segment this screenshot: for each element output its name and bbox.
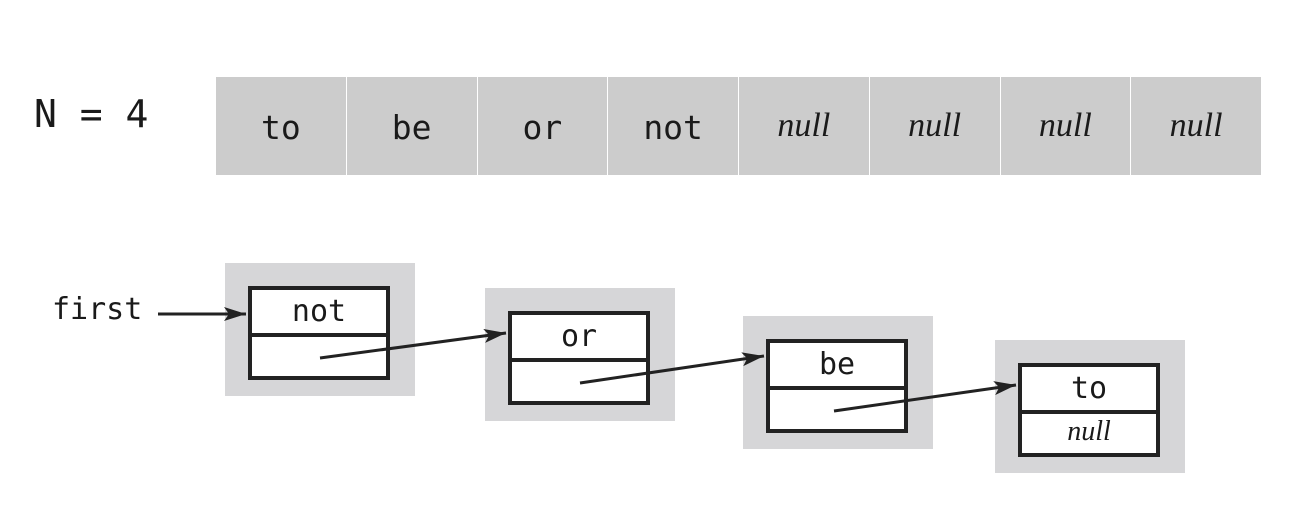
node-item: be — [770, 343, 904, 390]
array-cell-null: null — [739, 77, 870, 175]
array-cell: not — [608, 77, 739, 175]
node-next — [252, 333, 386, 376]
node-next: null — [1067, 415, 1111, 447]
count-label: N = 4 — [34, 92, 149, 136]
list-node: or — [485, 288, 675, 421]
array-cell-null: null — [1169, 107, 1223, 144]
list-node: to null — [995, 340, 1185, 473]
array-cell-null: null — [870, 77, 1001, 175]
array-cell-null: null — [1001, 77, 1132, 175]
node-box: be — [766, 339, 908, 433]
array-cell: or — [478, 77, 609, 175]
first-label: first — [52, 292, 143, 327]
node-item: or — [512, 315, 646, 362]
node-item: to — [1022, 367, 1156, 414]
node-box: to null — [1018, 363, 1160, 457]
node-next — [770, 386, 904, 429]
node-box: not — [248, 286, 390, 380]
array-cell: to — [216, 77, 347, 175]
node-box: or — [508, 311, 650, 405]
node-item: not — [252, 290, 386, 337]
list-node: not — [225, 263, 415, 396]
node-next — [512, 358, 646, 401]
array: to be or not null null null null — [216, 77, 1261, 175]
list-node: be — [743, 316, 933, 449]
array-cell: be — [347, 77, 478, 175]
